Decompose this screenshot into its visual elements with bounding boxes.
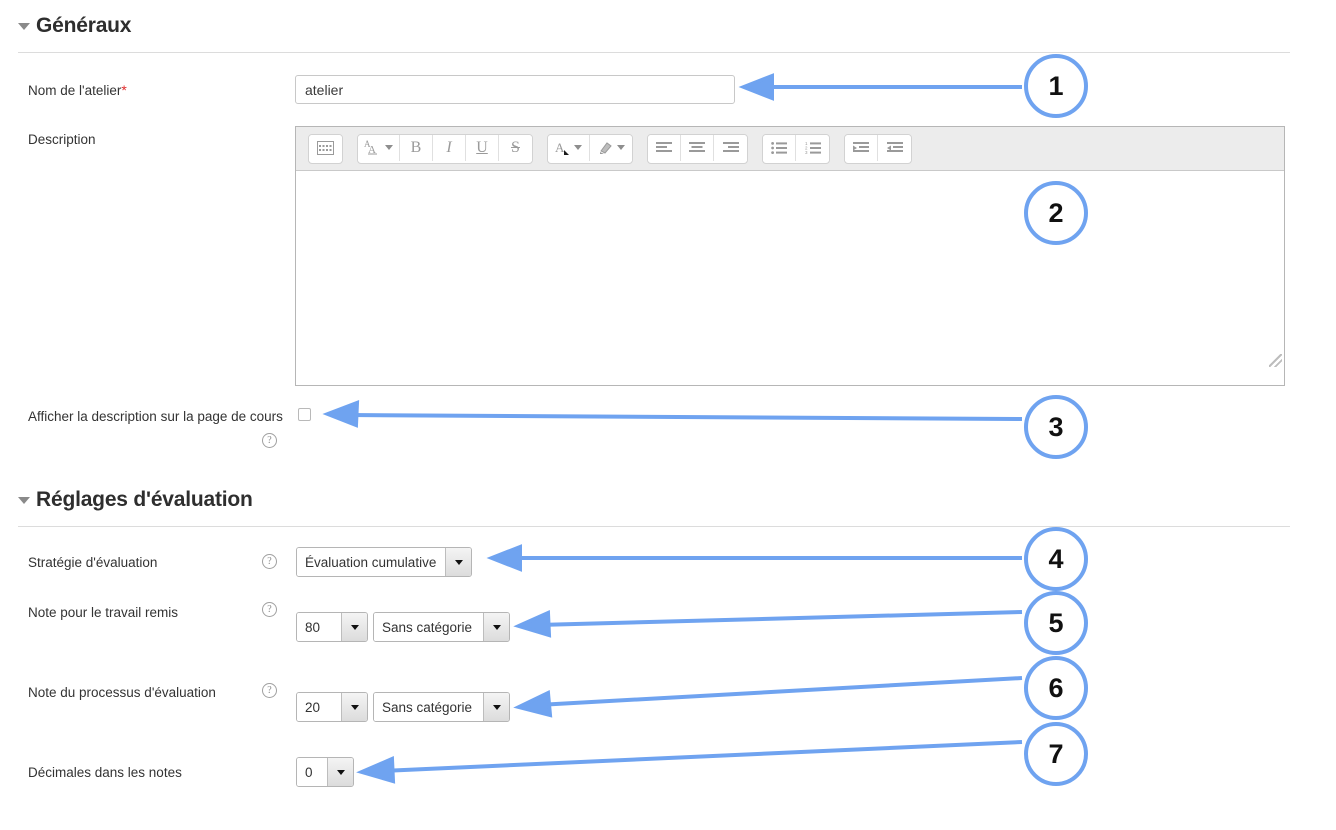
submission-grade-dropdown[interactable]: 80 xyxy=(296,612,368,642)
help-icon-submission-grade[interactable]: ? xyxy=(262,602,277,617)
svg-text:1: 1 xyxy=(805,142,808,146)
dropdown-toggle[interactable] xyxy=(327,758,353,786)
highlight-color-icon[interactable] xyxy=(590,134,632,161)
label-show-description: Afficher la description sur la page de c… xyxy=(28,409,283,424)
outdent-icon[interactable] xyxy=(878,134,911,161)
underline-icon[interactable]: U xyxy=(466,134,499,161)
bullet-list-icon[interactable] xyxy=(763,134,796,161)
dropdown-toggle[interactable] xyxy=(483,693,509,721)
editor-toolbar: A A B I U S A xyxy=(296,127,1284,171)
label-submission-grade: Note pour le travail remis xyxy=(28,605,179,620)
assessment-grade-category-value: Sans catégorie xyxy=(374,693,483,721)
label-grading-strategy: Stratégie d'évaluation xyxy=(28,555,158,570)
arrow-head-7 xyxy=(356,756,396,784)
section-title-generaux: Généraux xyxy=(36,14,132,37)
assessment-grade-dropdown[interactable]: 20 xyxy=(296,692,368,722)
submission-grade-value: 80 xyxy=(297,613,341,641)
chevron-down-icon xyxy=(454,559,463,565)
callout-1: 1 xyxy=(1024,54,1088,118)
arrow-head-6 xyxy=(513,689,553,718)
label-assessment-grade: Note du processus d'évaluation xyxy=(28,685,216,700)
chevron-down-icon xyxy=(492,704,501,710)
callout-4: 4 xyxy=(1024,527,1088,591)
chevron-down-icon xyxy=(336,769,345,775)
help-icon-grading-strategy[interactable]: ? xyxy=(262,554,277,569)
section-title-evaluation: Réglages d'évaluation xyxy=(36,488,253,511)
description-editor[interactable]: A A B I U S A xyxy=(295,126,1285,386)
resize-handle[interactable] xyxy=(1269,354,1282,367)
chevron-down-icon xyxy=(492,624,501,630)
dropdown-toggle[interactable] xyxy=(483,613,509,641)
help-icon-show-description[interactable]: ? xyxy=(262,433,277,448)
chevron-down-icon xyxy=(616,145,625,150)
indent-icon[interactable] xyxy=(845,134,878,161)
chevron-down-icon xyxy=(574,145,582,150)
italic-icon[interactable]: I xyxy=(433,134,466,161)
grading-strategy-value: Évaluation cumulative xyxy=(297,548,445,576)
chevron-down-icon xyxy=(385,145,393,150)
keyboard-grid-icon[interactable] xyxy=(309,134,342,161)
arrow-head-1 xyxy=(738,73,774,101)
svg-text:A: A xyxy=(368,144,376,155)
callout-2: 2 xyxy=(1024,181,1088,245)
grading-strategy-dropdown[interactable]: Évaluation cumulative xyxy=(296,547,472,577)
arrow-line-5 xyxy=(537,610,1023,627)
toolbar-group-insert[interactable] xyxy=(308,133,343,164)
toolbar-group-indent[interactable] xyxy=(844,133,912,164)
bold-icon[interactable]: B xyxy=(400,134,433,161)
svg-text:A: A xyxy=(364,140,371,149)
dropdown-toggle[interactable] xyxy=(445,548,471,576)
workshop-name-input[interactable] xyxy=(295,75,735,104)
grade-decimals-dropdown[interactable]: 0 xyxy=(296,757,354,787)
arrow-head-5 xyxy=(513,609,552,638)
chevron-down-icon xyxy=(350,624,359,630)
toolbar-group-text-format[interactable]: A A B I U S xyxy=(357,133,533,164)
label-grade-decimals: Décimales dans les notes xyxy=(28,765,182,780)
collapse-triangle-icon[interactable] xyxy=(18,22,30,30)
show-description-checkbox[interactable] xyxy=(298,408,311,421)
toolbar-group-alignment[interactable] xyxy=(647,133,748,164)
assessment-grade-category-dropdown[interactable]: Sans catégorie xyxy=(373,692,510,722)
strikethrough-icon[interactable]: S xyxy=(499,134,532,161)
label-description: Description xyxy=(28,132,96,147)
submission-grade-category-dropdown[interactable]: Sans catégorie xyxy=(373,612,510,642)
align-right-icon[interactable] xyxy=(714,134,747,161)
toolbar-group-colors[interactable]: A xyxy=(547,133,633,164)
callout-6: 6 xyxy=(1024,656,1088,720)
required-marker-icon: * xyxy=(121,82,127,98)
section-header-evaluation[interactable]: Réglages d'évaluation xyxy=(18,488,253,512)
chevron-down-icon xyxy=(350,704,359,710)
label-workshop-name-text: Nom de l'atelier xyxy=(28,83,122,98)
section-header-generaux[interactable]: Généraux xyxy=(18,14,131,38)
section-divider-evaluation xyxy=(18,526,1290,527)
submission-grade-category-value: Sans catégorie xyxy=(374,613,483,641)
callout-7: 7 xyxy=(1024,722,1088,786)
align-center-icon[interactable] xyxy=(681,134,714,161)
callout-3: 3 xyxy=(1024,395,1088,459)
svg-text:A: A xyxy=(555,140,565,155)
callout-5: 5 xyxy=(1024,591,1088,655)
dropdown-toggle[interactable] xyxy=(341,613,367,641)
arrow-line-6 xyxy=(537,676,1023,707)
svg-text:3: 3 xyxy=(805,150,808,154)
arrow-line-7 xyxy=(381,740,1023,773)
arrow-line-3 xyxy=(347,413,1023,421)
font-size-icon[interactable]: A A xyxy=(358,134,400,161)
grade-decimals-value: 0 xyxy=(297,758,327,786)
arrow-head-4 xyxy=(486,544,522,572)
help-icon-assessment-grade[interactable]: ? xyxy=(262,683,277,698)
svg-text:2: 2 xyxy=(805,145,808,150)
section-divider-generaux xyxy=(18,52,1290,53)
collapse-triangle-icon[interactable] xyxy=(18,496,30,504)
assessment-grade-value: 20 xyxy=(297,693,341,721)
label-workshop-name: Nom de l'atelier* xyxy=(28,82,127,98)
text-color-icon[interactable]: A xyxy=(548,134,590,161)
description-editor-body[interactable] xyxy=(296,171,1284,369)
align-left-icon[interactable] xyxy=(648,134,681,161)
arrow-head-3 xyxy=(322,400,360,428)
dropdown-toggle[interactable] xyxy=(341,693,367,721)
